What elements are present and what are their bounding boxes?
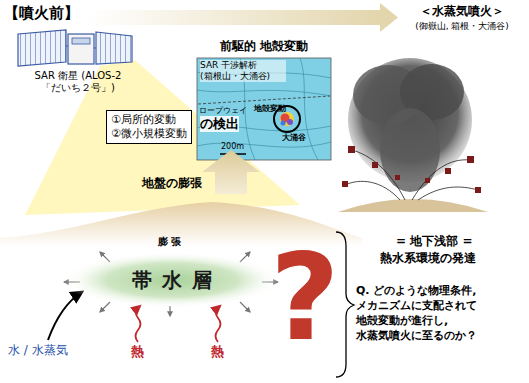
panel-heading: 前駆的 地殻変動: [197, 39, 331, 53]
question-text: Q. どのような物理条件, メカニズムに支配されて 地殻変動が進行し, 水蒸気噴…: [356, 284, 524, 343]
satellite-label: SAR 衛星 (ALOS-2「だいち２号」): [12, 70, 144, 94]
list-item: ②微小規模変動: [111, 127, 187, 141]
aquifer-band: 帯水層: [62, 252, 282, 308]
note-heading: 熱水系環境の発達: [380, 251, 476, 265]
time-arrow: [88, 3, 398, 32]
satellite: [18, 30, 132, 66]
panel-subtitle: SAR 干渉解析 (箱根山・大涌谷): [200, 60, 286, 82]
uplift-arrow: [202, 150, 260, 194]
band-label: 帯水層: [132, 267, 222, 294]
heat-label: 熱: [211, 344, 224, 360]
scale-label: 200m: [221, 142, 244, 152]
question-mark: ?: [270, 232, 340, 364]
map-label: 地殻変動: [254, 104, 286, 114]
eruption-title: ＜水蒸気噴火＞: [398, 4, 526, 18]
eruption: [338, 58, 488, 212]
heat-arrow: [216, 306, 221, 342]
map-label: 大涌谷: [282, 133, 306, 143]
heat-label: 熱: [131, 344, 144, 360]
title: 【噴火前】: [4, 4, 79, 22]
heat-arrow: [136, 306, 141, 342]
water-arrow: [48, 292, 82, 340]
water-label: 水 / 水蒸気: [8, 343, 68, 357]
note-heading: = 地下浅部 =: [396, 234, 472, 248]
expansion-label: 膨 張: [158, 236, 181, 248]
map-label: ロープウェイ: [199, 106, 247, 116]
detection-suffix: の検出: [200, 116, 239, 132]
eruption-note: (御嶽山, 箱根・大涌谷): [398, 21, 526, 32]
detection-box: ①局所的変動②微小規模変動: [106, 110, 192, 144]
list-item: ①局所的変動: [111, 113, 187, 127]
sar-map: [197, 58, 331, 160]
uplift-label: 地盤の膨張: [142, 176, 202, 190]
